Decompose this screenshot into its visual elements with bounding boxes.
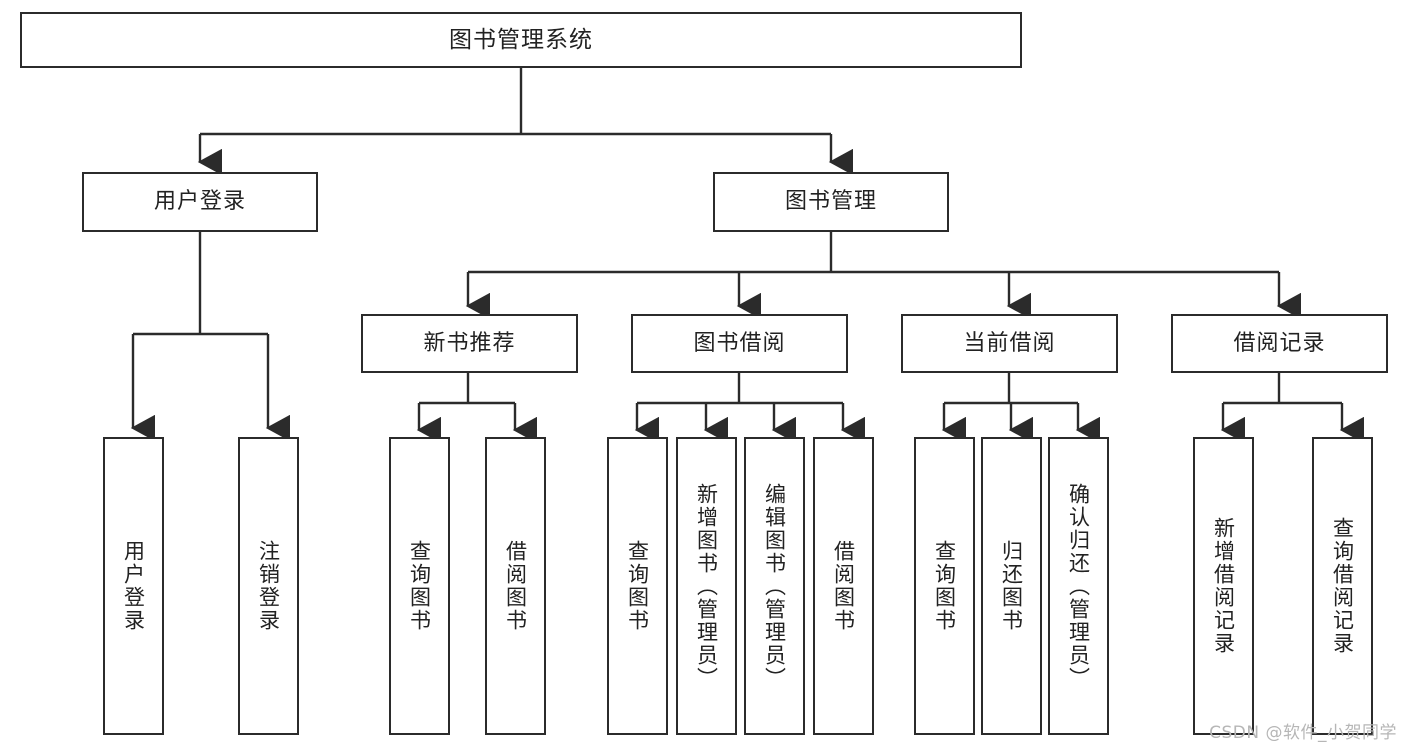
- leaf-records-query-record[interactable]: 查询借阅记录: [1312, 437, 1373, 735]
- node-borrow-records[interactable]: 借阅记录: [1171, 314, 1388, 373]
- node-root-book-management-system[interactable]: 图书管理系统: [20, 12, 1022, 68]
- leaf-current-confirm-return-admin[interactable]: 确认归还（管理员）: [1048, 437, 1109, 735]
- leaf-current-query-book[interactable]: 查询图书: [914, 437, 975, 735]
- node-label: 新书推荐: [423, 330, 516, 356]
- node-label: 图书借阅: [693, 330, 786, 356]
- leaf-records-add-record[interactable]: 新增借阅记录: [1193, 437, 1254, 735]
- node-new-book-recommendation[interactable]: 新书推荐: [361, 314, 578, 373]
- leaf-current-return-book[interactable]: 归还图书: [981, 437, 1042, 735]
- node-label: 编辑图书（管理员）: [762, 482, 787, 690]
- node-label: 用户登录: [153, 189, 246, 215]
- node-current-borrowing[interactable]: 当前借阅: [901, 314, 1118, 373]
- node-label: 归还图书: [999, 540, 1024, 632]
- node-label: 借阅图书: [831, 540, 856, 632]
- leaf-new-books-query-book[interactable]: 查询图书: [389, 437, 450, 735]
- node-book-management[interactable]: 图书管理: [713, 172, 949, 232]
- node-label: 用户登录: [121, 540, 146, 632]
- node-label: 查询借阅记录: [1330, 517, 1355, 655]
- node-user-login[interactable]: 用户登录: [82, 172, 318, 232]
- node-label: 新增图书（管理员）: [694, 482, 719, 690]
- leaf-new-books-borrow-book[interactable]: 借阅图书: [485, 437, 546, 735]
- leaf-borrow-query-book[interactable]: 查询图书: [607, 437, 668, 735]
- leaf-borrow-add-book-admin[interactable]: 新增图书（管理员）: [676, 437, 737, 735]
- node-label: 图书管理: [784, 189, 877, 215]
- leaf-borrow-edit-book-admin[interactable]: 编辑图书（管理员）: [744, 437, 805, 735]
- node-label: 新增借阅记录: [1211, 517, 1236, 655]
- node-label: 确认归还（管理员）: [1066, 482, 1091, 690]
- node-label: 查询图书: [625, 540, 650, 632]
- node-book-borrowing[interactable]: 图书借阅: [631, 314, 848, 373]
- leaf-borrow-borrow-book[interactable]: 借阅图书: [813, 437, 874, 735]
- node-label: 查询图书: [932, 540, 957, 632]
- node-label: 借阅图书: [503, 540, 528, 632]
- node-label: 注销登录: [256, 540, 281, 632]
- node-label: 图书管理系统: [449, 26, 593, 53]
- node-label: 查询图书: [407, 540, 432, 632]
- leaf-user-login-signin[interactable]: 用户登录: [103, 437, 164, 735]
- leaf-user-login-signout[interactable]: 注销登录: [238, 437, 299, 735]
- node-label: 借阅记录: [1233, 330, 1326, 356]
- node-label: 当前借阅: [963, 330, 1056, 356]
